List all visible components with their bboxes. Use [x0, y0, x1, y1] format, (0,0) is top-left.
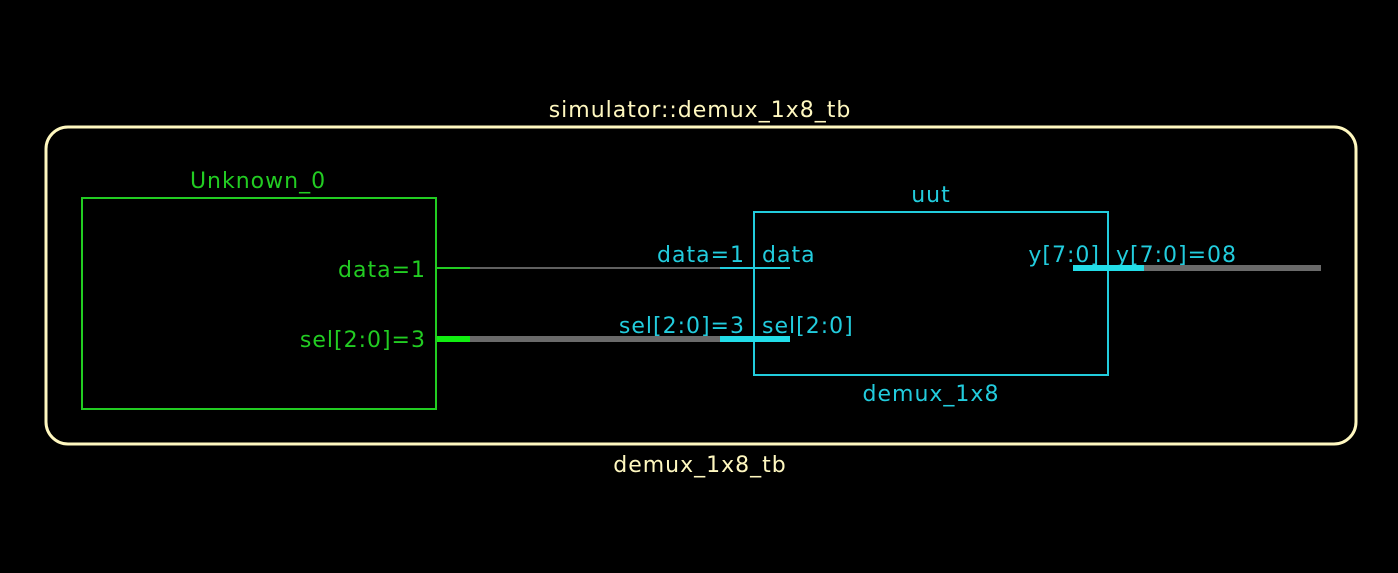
uut-y-value-label: y[7:0]=08 [1116, 243, 1237, 268]
source-sel-port-label: sel[2:0]=3 [300, 328, 426, 353]
uut-sel-value-label: sel[2:0]=3 [619, 314, 745, 339]
top-title: simulator::demux_1x8_tb [549, 98, 852, 123]
uut-sel-port-label: sel[2:0] [762, 314, 854, 339]
testbench-frame[interactable] [44, 125, 1358, 446]
uut-module-name: demux_1x8 [863, 382, 1000, 407]
uut-y-port-label: y[7:0] [1028, 243, 1100, 268]
uut-data-value-label: data=1 [657, 243, 745, 268]
uut-data-port-label: data [762, 243, 816, 268]
uut-block[interactable] [753, 211, 1109, 376]
source-block[interactable] [81, 197, 437, 410]
source-data-port-label: data=1 [338, 258, 426, 283]
uut-instance-name: uut [911, 183, 951, 208]
source-instance-name: Unknown_0 [190, 169, 326, 194]
top-module-name: demux_1x8_tb [613, 453, 787, 478]
